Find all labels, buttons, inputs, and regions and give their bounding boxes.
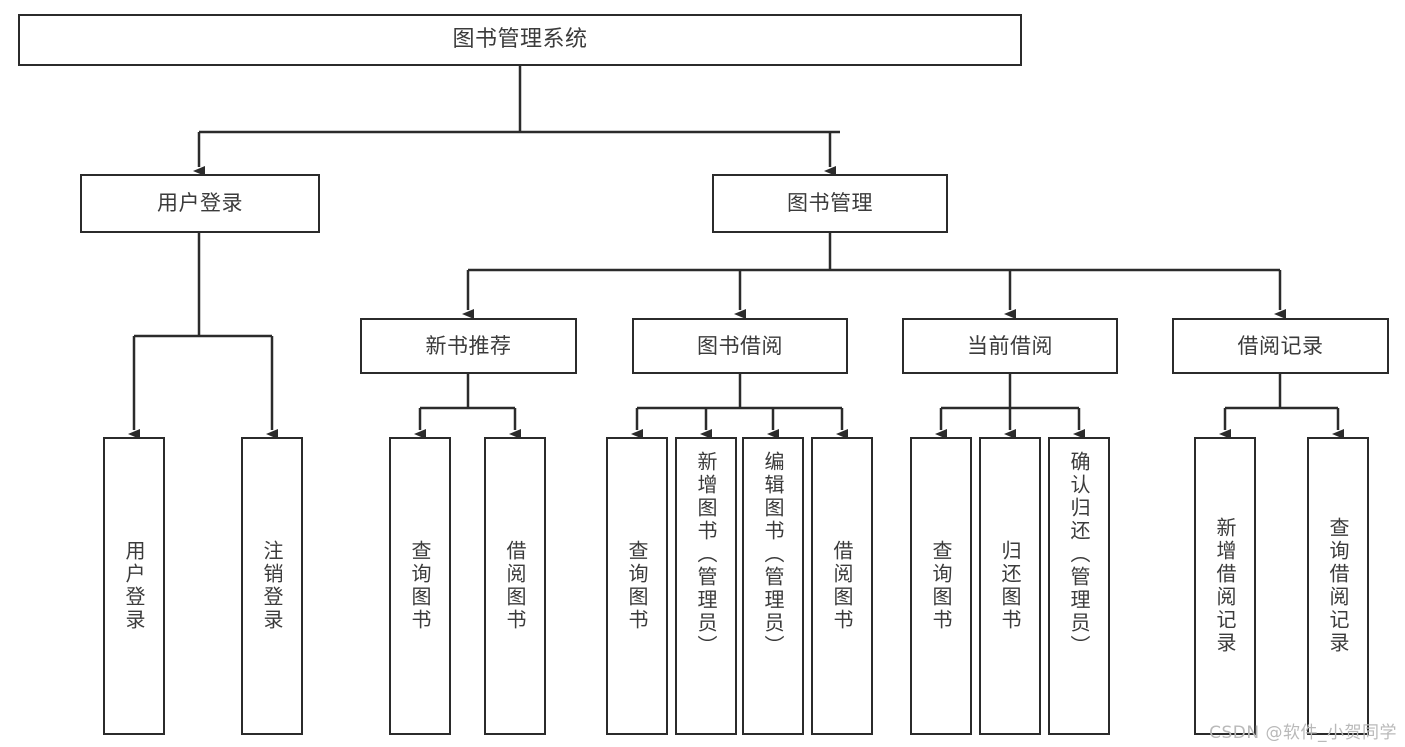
node-leaf-query-book-borrow[interactable]: 查询图书 [606, 437, 668, 735]
node-label: 借阅图书 [830, 540, 854, 632]
node-new-book-recommend[interactable]: 新书推荐 [360, 318, 577, 374]
node-root-book-management-system[interactable]: 图书管理系统 [18, 14, 1022, 66]
node-leaf-query-borrow-record[interactable]: 查询借阅记录 [1307, 437, 1369, 735]
node-label: 图书管理系统 [452, 27, 588, 53]
node-label: 用户登录 [157, 191, 243, 216]
node-label: 借阅记录 [1237, 333, 1324, 358]
node-label: 当前借阅 [967, 333, 1053, 358]
node-label: 确认归还（管理员） [1067, 451, 1091, 658]
node-user-login[interactable]: 用户登录 [80, 174, 320, 233]
node-label: 查询图书 [408, 540, 432, 632]
node-label: 新增图书（管理员） [694, 451, 718, 658]
node-leaf-query-book-current[interactable]: 查询图书 [910, 437, 972, 735]
node-label: 注销登录 [260, 540, 284, 632]
node-leaf-user-login[interactable]: 用户登录 [103, 437, 165, 735]
node-leaf-return-book[interactable]: 归还图书 [979, 437, 1041, 735]
node-leaf-borrow-book-recommend[interactable]: 借阅图书 [484, 437, 546, 735]
node-leaf-query-book-recommend[interactable]: 查询图书 [389, 437, 451, 735]
node-book-management[interactable]: 图书管理 [712, 174, 948, 233]
node-leaf-edit-book-admin[interactable]: 编辑图书（管理员） [742, 437, 804, 735]
node-label: 借阅图书 [503, 540, 527, 632]
watermark-text: CSDN @软件_小贺同学 [1209, 723, 1397, 743]
node-label: 图书管理 [787, 191, 873, 216]
node-label: 新增借阅记录 [1213, 517, 1237, 655]
node-label: 图书借阅 [697, 333, 783, 358]
node-label: 查询图书 [625, 540, 649, 632]
node-leaf-add-borrow-record[interactable]: 新增借阅记录 [1194, 437, 1256, 735]
node-label: 查询图书 [929, 540, 953, 632]
node-label: 归还图书 [998, 540, 1022, 632]
node-label: 查询借阅记录 [1326, 517, 1350, 655]
node-book-borrow[interactable]: 图书借阅 [632, 318, 848, 374]
node-label: 编辑图书（管理员） [761, 451, 785, 658]
node-label: 用户登录 [122, 540, 146, 632]
node-leaf-confirm-return-admin[interactable]: 确认归还（管理员） [1048, 437, 1110, 735]
node-label: 新书推荐 [425, 333, 512, 358]
node-leaf-borrow-book-borrow[interactable]: 借阅图书 [811, 437, 873, 735]
node-leaf-add-book-admin[interactable]: 新增图书（管理员） [675, 437, 737, 735]
node-current-borrow[interactable]: 当前借阅 [902, 318, 1118, 374]
node-leaf-logout-login[interactable]: 注销登录 [241, 437, 303, 735]
node-borrow-record[interactable]: 借阅记录 [1172, 318, 1389, 374]
